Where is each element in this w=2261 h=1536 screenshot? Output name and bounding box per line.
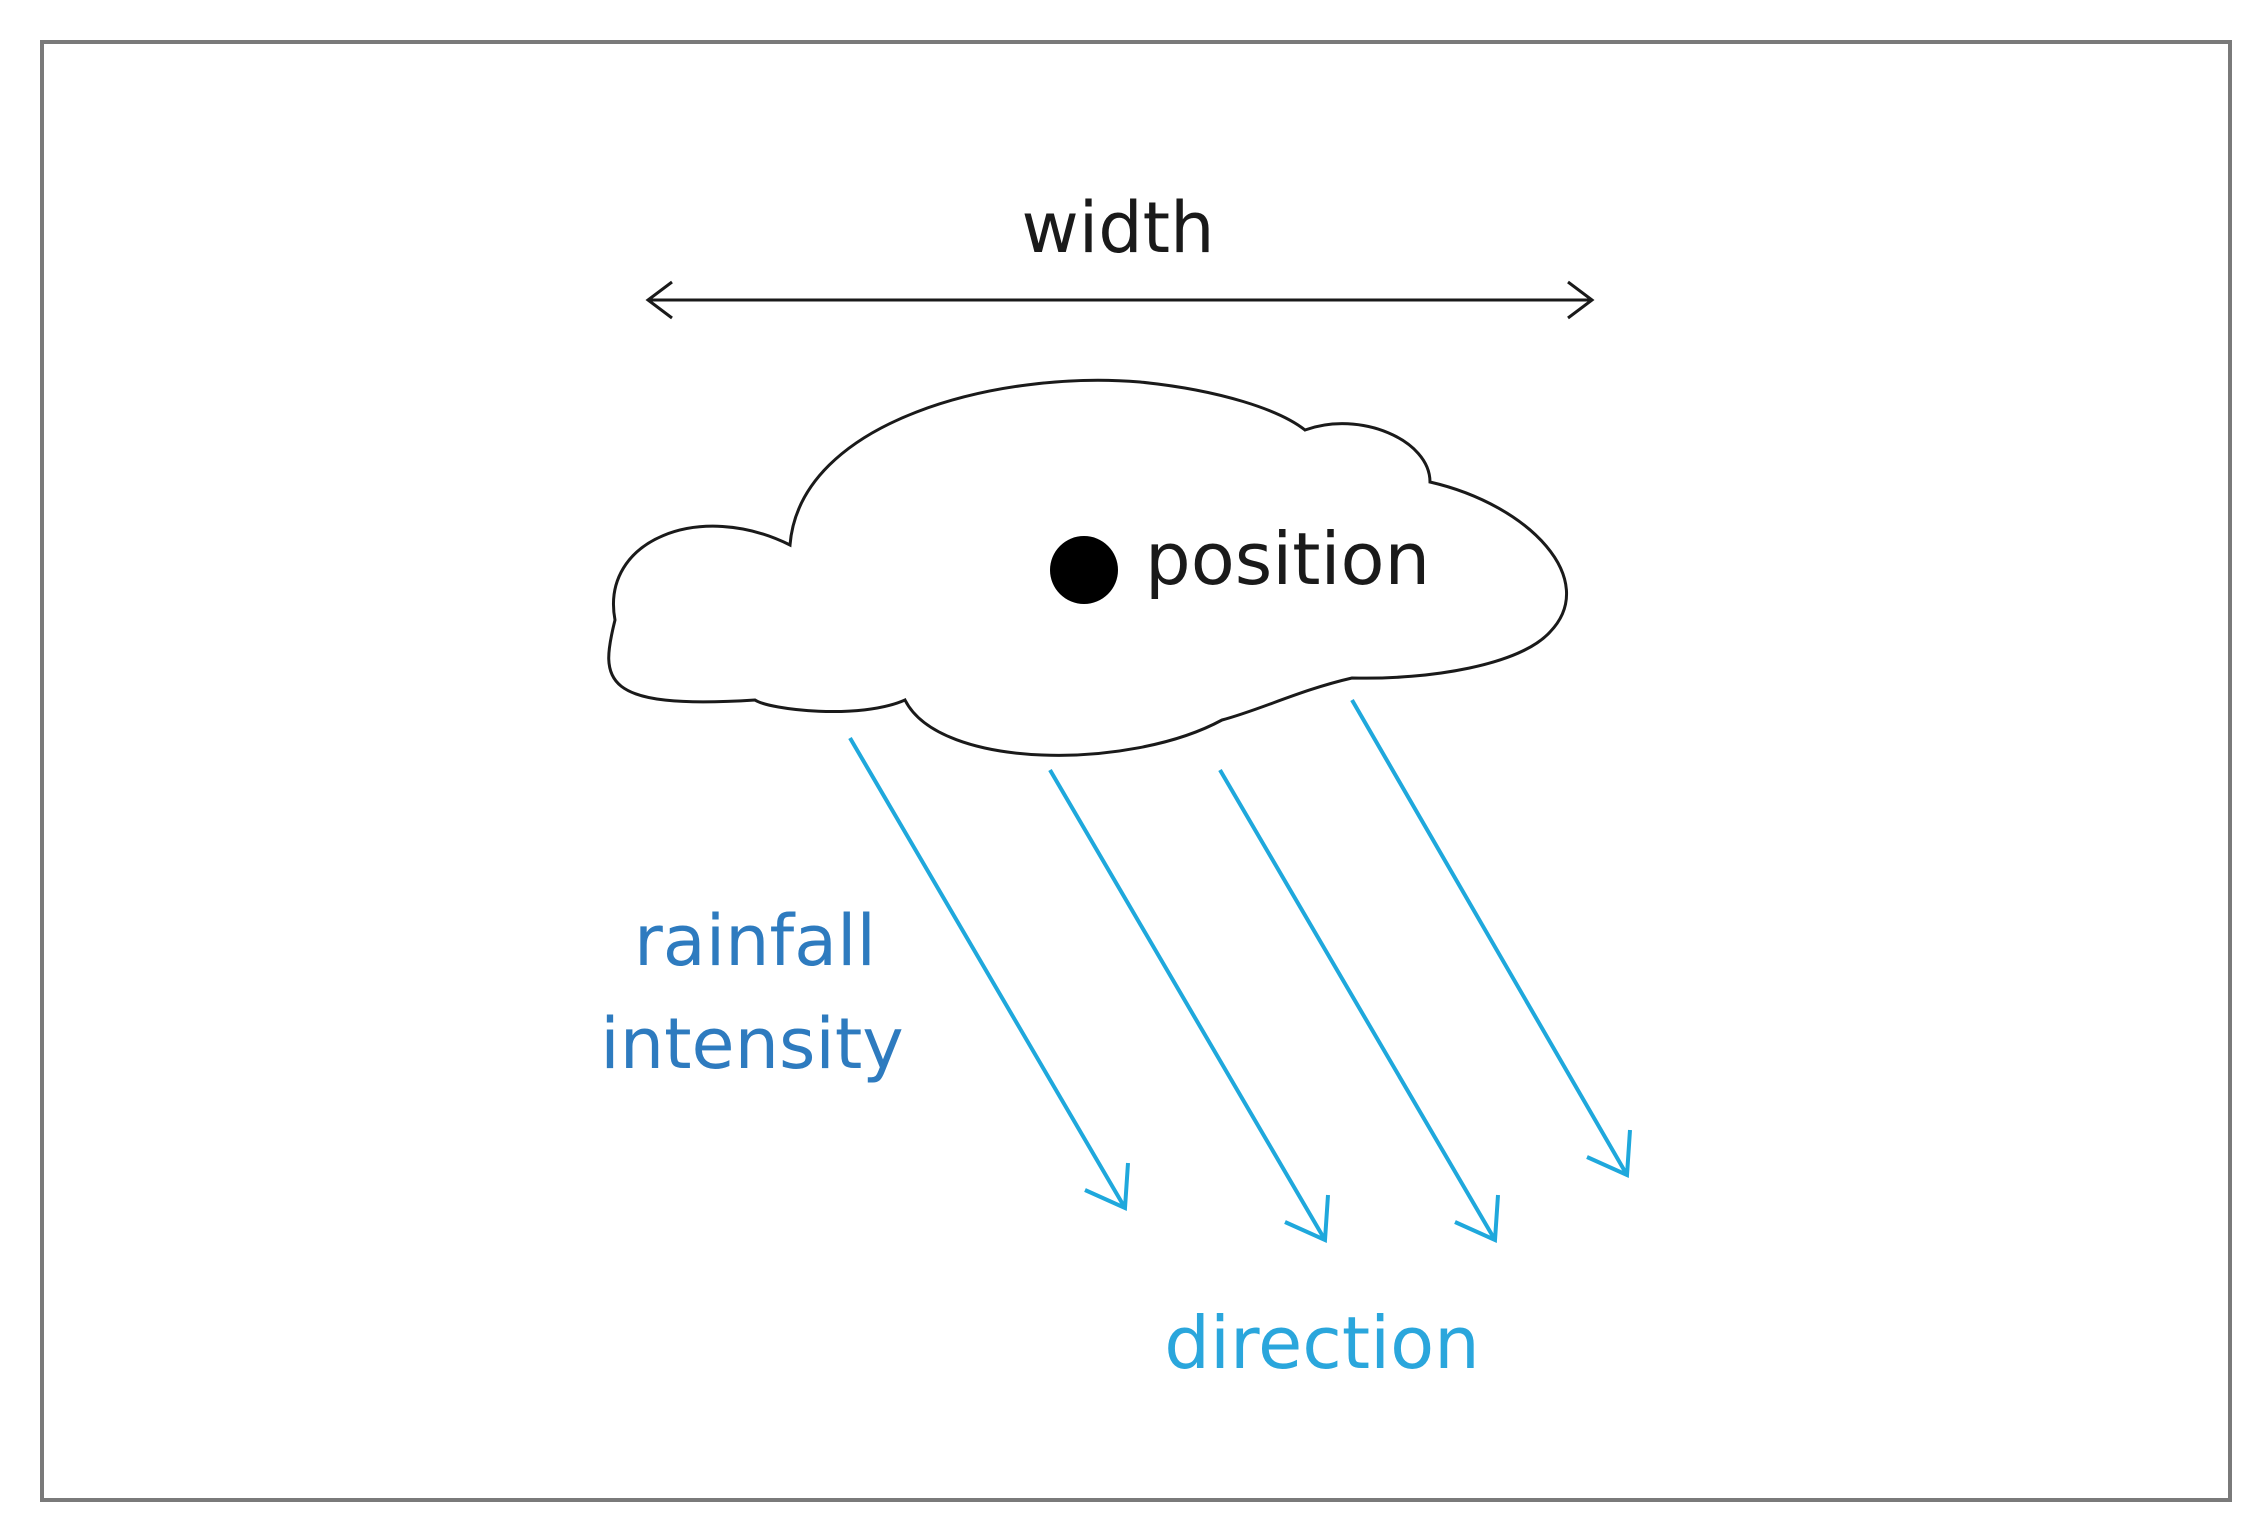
rain-arrow-4 xyxy=(1350,698,1632,1179)
intensity-label: intensity xyxy=(600,1003,903,1085)
rain-arrow-2 xyxy=(1048,768,1330,1244)
position-dot xyxy=(1050,536,1118,604)
width-arrow xyxy=(645,280,1595,320)
position-label: position xyxy=(1145,517,1430,601)
rain-arrow-3 xyxy=(1218,768,1500,1244)
diagram-frame xyxy=(40,40,2232,1502)
width-label: width xyxy=(1022,187,1215,269)
rain-arrow-1 xyxy=(848,736,1130,1212)
rainfall-label: rainfall xyxy=(634,900,876,982)
rain-arrows xyxy=(848,698,1632,1244)
direction-label: direction xyxy=(1164,1301,1480,1385)
